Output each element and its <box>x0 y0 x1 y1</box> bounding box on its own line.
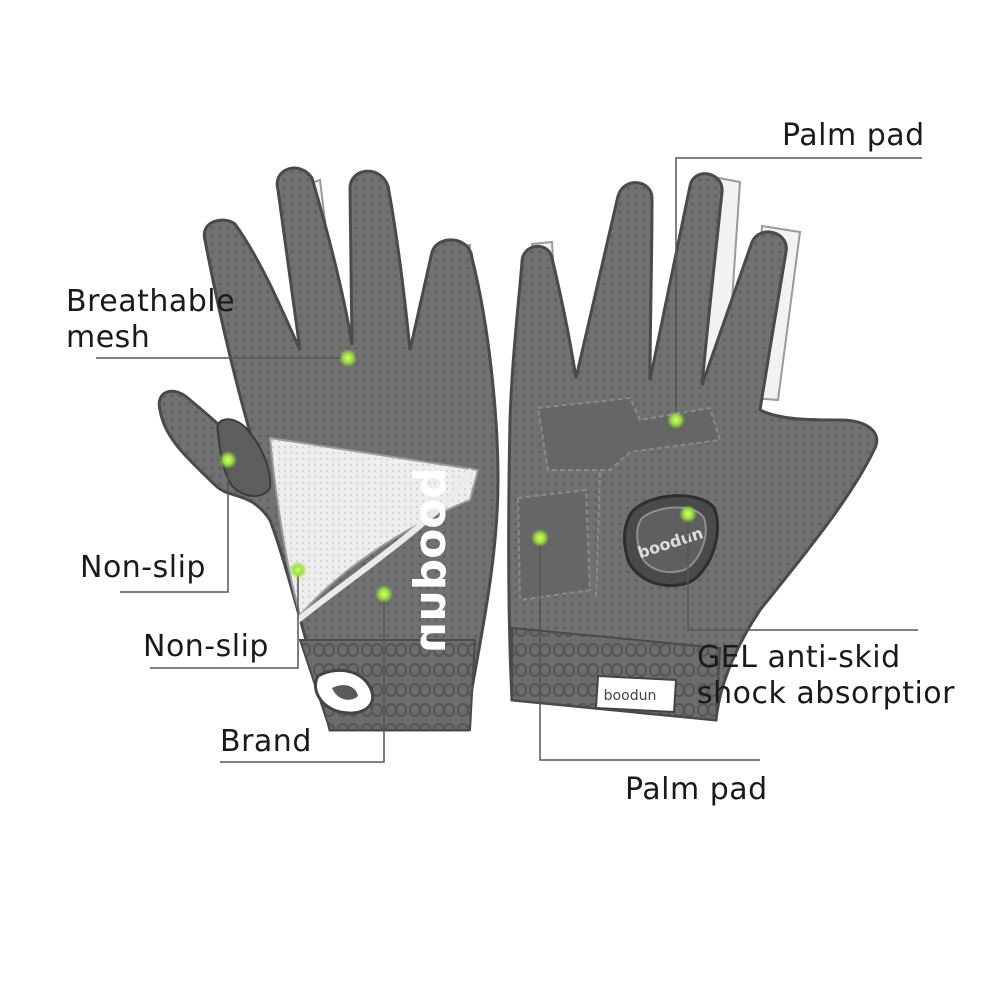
callout-dots <box>219 349 697 603</box>
right-glove-cuff-logo: boodun <box>604 688 657 704</box>
left-glove-brand-logo: boodun <box>405 467 456 653</box>
leader-non-slip-1 <box>120 460 229 593</box>
dot-gel <box>679 505 697 523</box>
label-non-slip-1: Non-slip <box>80 550 206 585</box>
left-glove-stripe <box>296 468 475 623</box>
label-breathable-line2: mesh <box>66 320 151 355</box>
dot-non-slip-2 <box>289 561 307 579</box>
dot-non-slip-1 <box>219 451 237 469</box>
left-glove-thumb-pad <box>216 418 272 497</box>
leader-gel <box>687 514 918 631</box>
right-glove-cuff-label <box>594 674 678 714</box>
right-glove: boodun boodun <box>507 172 879 722</box>
leader-palm-pad-bottom <box>539 538 760 761</box>
dot-brand <box>375 585 393 603</box>
left-glove: boodun <box>157 166 500 732</box>
leader-lines <box>96 157 922 763</box>
dot-palm-pad-bottom <box>531 529 549 547</box>
dot-breathable <box>339 349 357 367</box>
leader-palm-pad-top <box>675 157 922 420</box>
label-non-slip-2: Non-slip <box>143 629 269 664</box>
label-gel-anti-skid: GEL anti-skid shock absorptior <box>697 640 955 712</box>
label-breathable-mesh: Breathable mesh <box>66 284 235 356</box>
right-glove-palm-pad-lower <box>516 488 592 602</box>
label-gel-line1: GEL anti-skid <box>697 640 901 675</box>
label-palm-pad-bottom: Palm pad <box>625 772 768 807</box>
label-breathable-line1: Breathable <box>66 284 236 319</box>
label-brand: Brand <box>220 724 312 759</box>
leader-brand <box>220 594 385 763</box>
dot-palm-pad-top <box>667 411 685 429</box>
label-gel-line2: shock absorptior <box>697 676 955 711</box>
label-palm-pad-top: Palm pad <box>782 118 925 153</box>
leader-non-slip-2 <box>150 570 299 669</box>
left-glove-white-panel <box>268 436 480 617</box>
